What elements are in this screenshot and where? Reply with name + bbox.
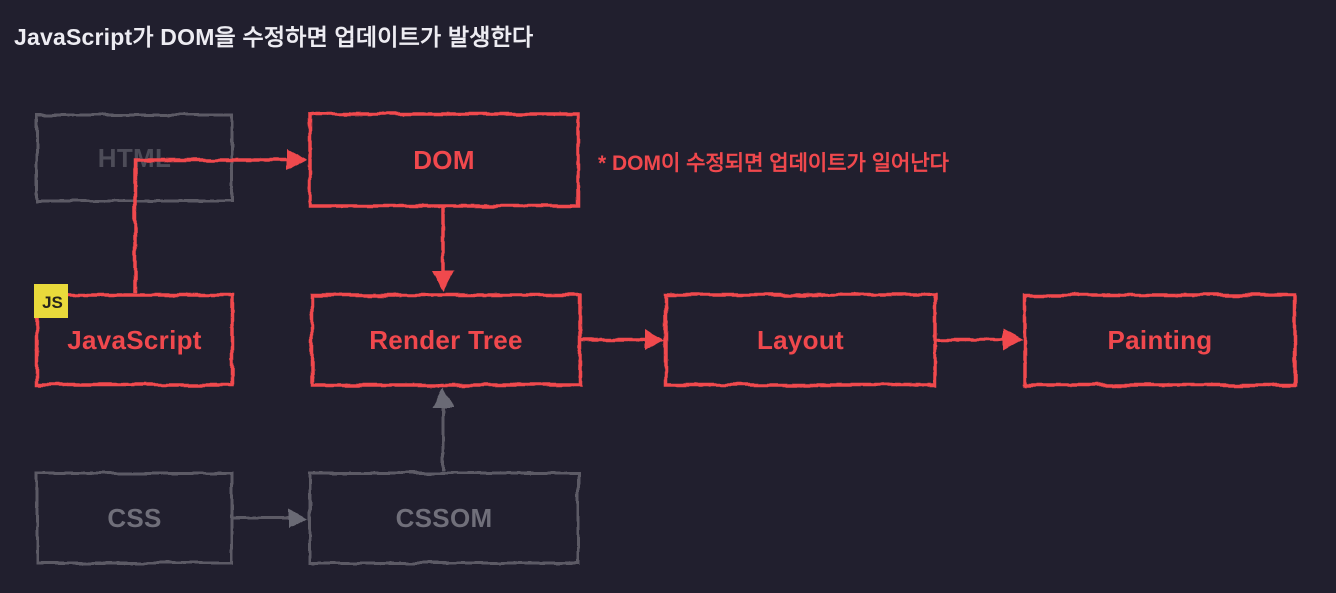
node-css-label: CSS xyxy=(107,502,162,533)
diagram-title: JavaScript가 DOM을 수정하면 업데이트가 발생한다 xyxy=(14,24,534,50)
node-javascript-label: JavaScript xyxy=(67,324,202,355)
node-painting-label: Painting xyxy=(1107,324,1213,355)
node-dom: DOM xyxy=(310,114,578,206)
node-layout: Layout xyxy=(666,295,935,385)
node-layout-label: Layout xyxy=(756,324,845,355)
arrow-render-tree-to-layout xyxy=(581,329,665,351)
arrow-layout-to-painting xyxy=(936,329,1023,351)
js-logo-badge: JS xyxy=(34,284,68,318)
arrow-dom-to-render-tree xyxy=(432,207,454,292)
node-html-label: HTML xyxy=(97,142,172,173)
node-html: HTML xyxy=(37,115,232,201)
node-painting: Painting xyxy=(1025,295,1295,385)
dom-update-annotation: * DOM이 수정되면 업데이트가 일어난다 xyxy=(598,152,949,175)
js-logo-label: JS xyxy=(42,292,63,312)
node-dom-label: DOM xyxy=(413,144,475,175)
node-cssom-label: CSSOM xyxy=(395,502,493,533)
arrow-cssom-to-render-tree xyxy=(432,387,454,471)
node-cssom: CSSOM xyxy=(310,473,578,563)
node-render-tree-label: Render Tree xyxy=(369,324,523,355)
arrow-css-to-cssom xyxy=(233,508,308,528)
node-render-tree: Render Tree xyxy=(312,295,580,385)
node-css: CSS xyxy=(37,473,232,563)
